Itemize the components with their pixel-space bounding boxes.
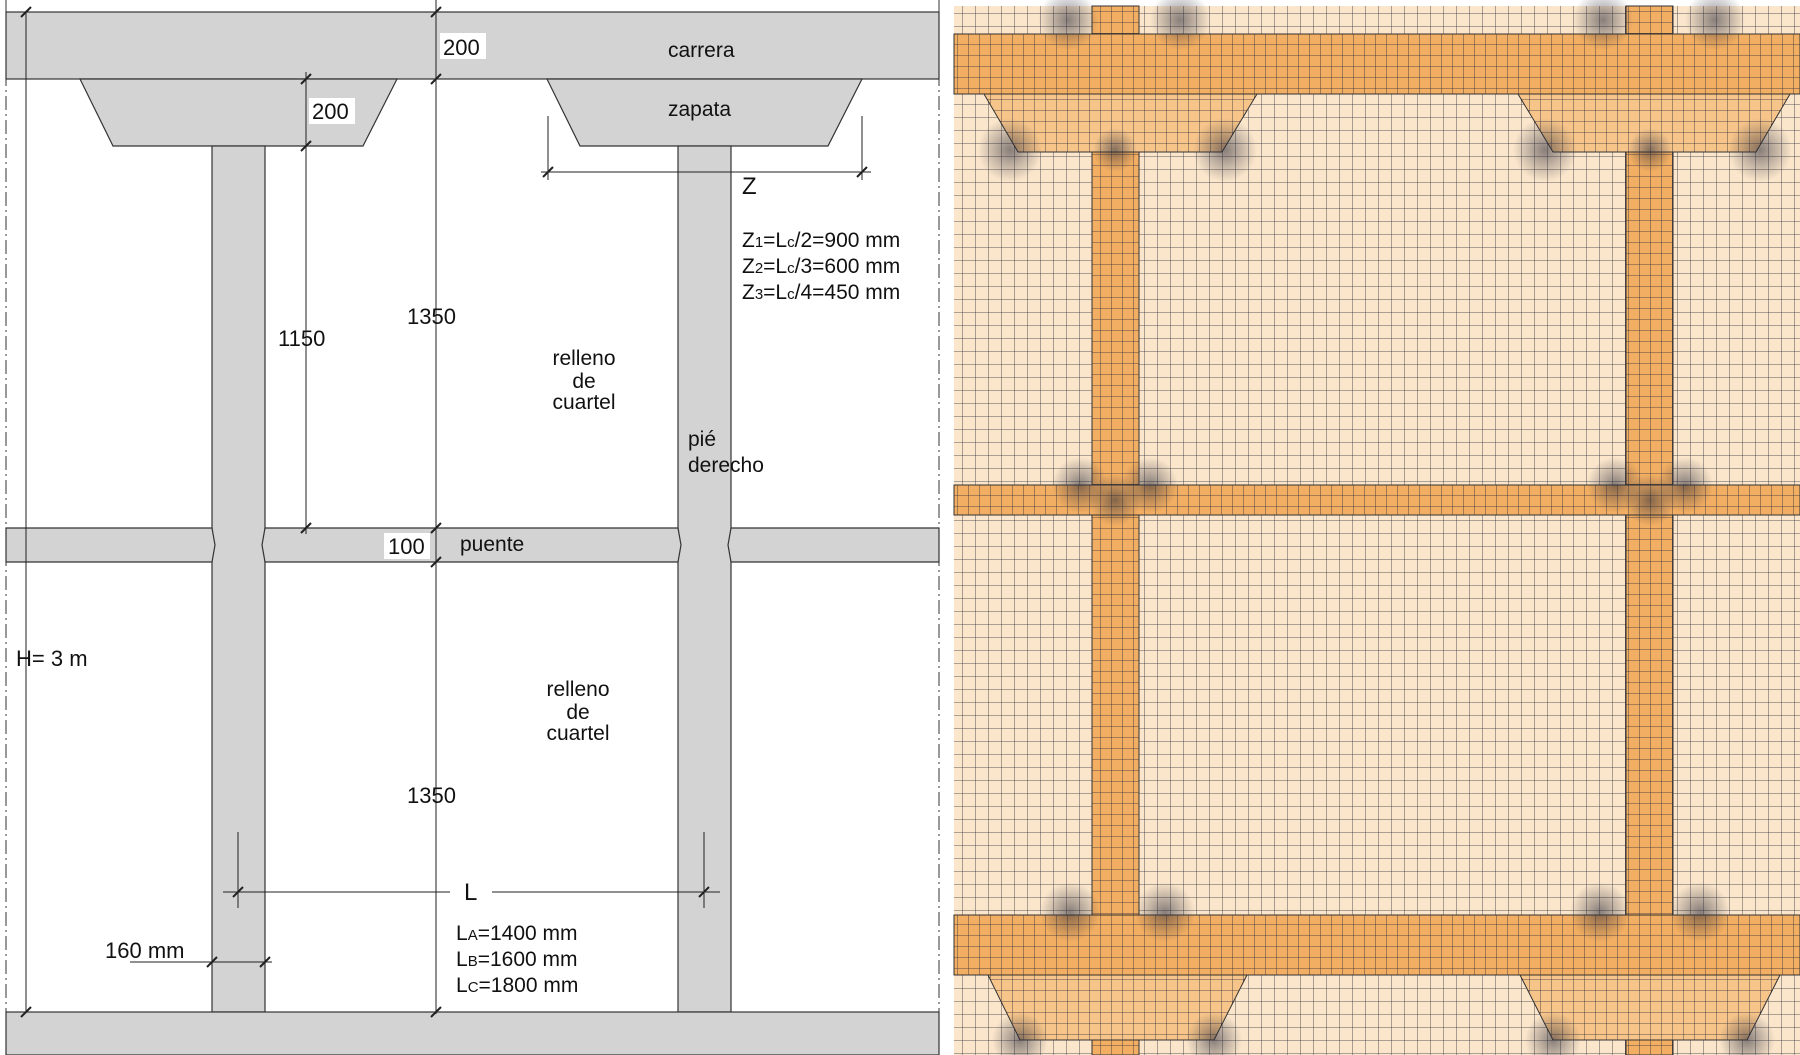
carrera-height-dim: 200 (443, 35, 480, 60)
z1-value: Z1=Lc/2=900 mm (742, 229, 900, 252)
mesh-bottom-stub-right (1625, 1039, 1674, 1055)
z-symbol: Z (742, 173, 757, 200)
total-height-dim: H= 3 m (16, 646, 88, 671)
puente-label: puente (460, 533, 524, 556)
upper-post-center-dim: 1350 (407, 304, 456, 329)
pie-derecho-line1: pié (688, 428, 716, 451)
pie-derecho-line2: derecho (688, 454, 764, 477)
mesh-post-right (1625, 149, 1674, 916)
mesh-top-beam (953, 33, 1800, 95)
dimension-lines (20, 0, 871, 1018)
la-value: LA=1400 mm (456, 922, 578, 945)
relleno-lower-line1: relleno (546, 678, 609, 701)
mesh-refinement-zones (978, 0, 1792, 1055)
z3-value: Z3=Lc/4=450 mm (742, 281, 900, 304)
bottom-beam (5, 1011, 940, 1055)
mesh-post-left (1091, 149, 1140, 916)
post-width-dim: 160 mm (105, 938, 184, 963)
zapata-right (546, 78, 863, 147)
relleno-lower-line2: de (566, 701, 589, 724)
zapata-height-dim: 200 (312, 99, 349, 124)
relleno-upper-line1: relleno (552, 347, 615, 370)
mesh-top-stub-right (1625, 5, 1674, 35)
upper-post-left-dim: 1150 (278, 326, 325, 351)
zapata-left (79, 78, 398, 147)
zapata-label: zapata (668, 98, 731, 121)
relleno-upper-line2: de (572, 370, 595, 393)
mesh-top-stub-left (1091, 5, 1140, 35)
mesh-bottom-stub-left (1091, 1039, 1140, 1055)
lower-post-center-dim: 1350 (407, 783, 456, 808)
carrera-label: carrera (668, 39, 735, 62)
relleno-lower-line3: cuartel (546, 722, 609, 745)
lc-value: LC=1800 mm (456, 974, 578, 997)
fe-mesh-panel (953, 0, 1800, 1055)
l-symbol: L (464, 879, 477, 906)
z2-value: Z2=Lc/3=600 mm (742, 255, 900, 278)
puente-beam-left (5, 527, 216, 563)
elevation-drawing: carrera zapata puente relleno de cuartel… (5, 0, 940, 1055)
lb-value: LB=1600 mm (456, 948, 578, 971)
puente-height-dim: 100 (388, 534, 425, 559)
l-values-block: LA=1400 mm LB=1600 mm LC=1800 mm (456, 922, 578, 997)
z-values-block: Z1=Lc/2=900 mm Z2=Lc/3=600 mm Z3=Lc/4=45… (742, 229, 900, 304)
relleno-upper-line3: cuartel (552, 391, 615, 414)
puente-beam-right (727, 527, 940, 563)
puente-beam-center (261, 527, 682, 563)
